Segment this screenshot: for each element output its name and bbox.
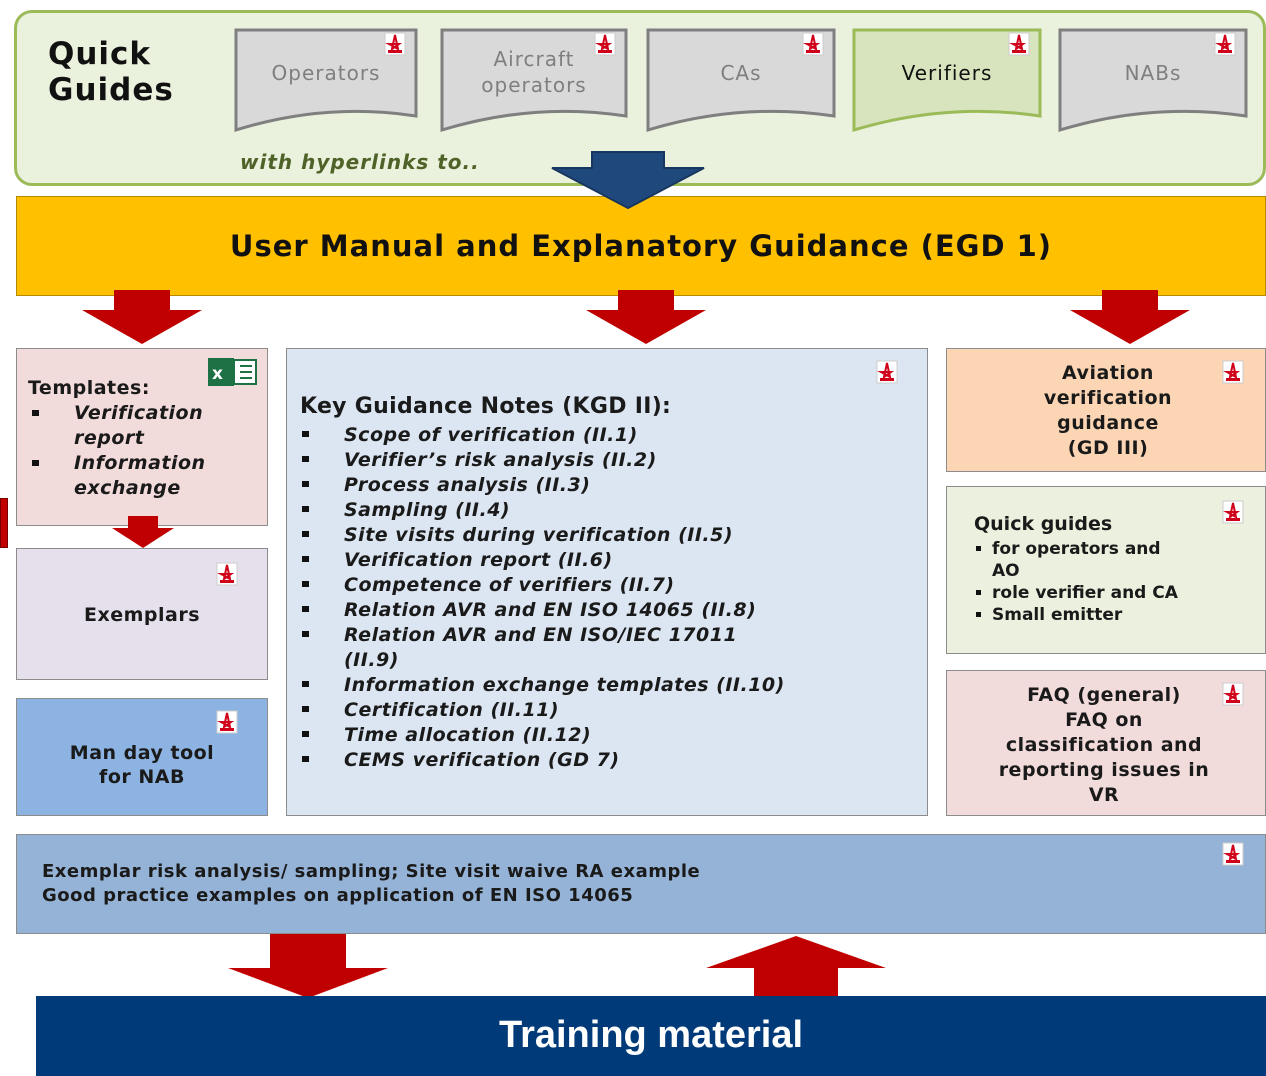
quick-guides-box[interactable] bbox=[946, 486, 1266, 654]
hyperlink-note: with hyperlinks to.. bbox=[240, 150, 480, 174]
pdf-icon[interactable] bbox=[594, 32, 616, 56]
training-material-label: Training material bbox=[498, 1014, 804, 1056]
egd-title: User Manual and Explanatory Guidance (EG… bbox=[229, 229, 1053, 263]
list-item[interactable]: Information exchange bbox=[28, 451, 264, 501]
exemplar-risk-box[interactable] bbox=[16, 834, 1266, 934]
pdf-icon[interactable] bbox=[216, 710, 238, 734]
doc-verifiers[interactable]: Verifiers bbox=[852, 28, 1042, 132]
up-arrow bbox=[706, 936, 886, 1000]
faq-box[interactable] bbox=[946, 670, 1266, 816]
list-item[interactable]: role verifier and CA bbox=[974, 582, 1258, 604]
list-item[interactable]: Certification (II.11) bbox=[300, 698, 920, 723]
list-item[interactable]: Information exchange templates (II.10) bbox=[300, 673, 920, 698]
list-item[interactable]: CEMS verification (GD 7) bbox=[300, 748, 920, 773]
list-item[interactable]: Verifier’s risk analysis (II.2) bbox=[300, 448, 920, 473]
doc-label: CAs bbox=[720, 61, 762, 85]
list-item[interactable]: Process analysis (II.3) bbox=[300, 473, 920, 498]
pdf-icon[interactable] bbox=[1222, 682, 1244, 706]
pdf-icon[interactable] bbox=[876, 360, 898, 384]
down-arrow bbox=[82, 290, 202, 344]
kgd-list: Scope of verification (II.1) Verifier’s … bbox=[300, 423, 920, 773]
list-item[interactable]: Sampling (II.4) bbox=[300, 498, 920, 523]
doc-label: Aircraft bbox=[493, 47, 575, 71]
pdf-icon[interactable] bbox=[384, 32, 406, 56]
list-item[interactable]: Relation AVR and EN ISO/IEC 17011(II.9) bbox=[300, 623, 920, 673]
document-shape bbox=[234, 28, 418, 132]
doc-label: Operators bbox=[271, 61, 381, 85]
down-arrow bbox=[228, 934, 388, 998]
svg-text:x: x bbox=[212, 364, 223, 384]
doc-nabs[interactable]: NABs bbox=[1058, 28, 1248, 132]
excel-icon[interactable]: x bbox=[208, 356, 260, 388]
edge-marker bbox=[0, 498, 8, 548]
training-material-bar[interactable] bbox=[36, 996, 1266, 1076]
list-item[interactable]: Scope of verification (II.1) bbox=[300, 423, 920, 448]
aviation-box[interactable] bbox=[946, 348, 1266, 472]
pdf-icon[interactable] bbox=[1222, 842, 1244, 866]
down-arrow bbox=[112, 516, 174, 548]
list-item[interactable]: Verification report bbox=[28, 401, 264, 451]
faq-label: FAQ (general) FAQ on classification and … bbox=[998, 684, 1210, 806]
pdf-icon[interactable] bbox=[1222, 360, 1244, 384]
aviation-label: Aviation verification guidance (GD III) bbox=[1043, 362, 1173, 459]
pdf-icon[interactable] bbox=[1008, 32, 1030, 56]
templates-heading: Templates: bbox=[28, 377, 150, 399]
pdf-icon[interactable] bbox=[1222, 500, 1244, 524]
document-shape bbox=[646, 28, 836, 132]
down-arrow bbox=[551, 151, 705, 210]
list-item[interactable]: Relation AVR and EN ISO 14065 (II.8) bbox=[300, 598, 920, 623]
pdf-icon[interactable] bbox=[1214, 32, 1236, 56]
exemplars-label: Exemplars bbox=[83, 604, 201, 626]
kgd-heading: Key Guidance Notes (KGD II): bbox=[300, 394, 672, 419]
pdf-icon[interactable] bbox=[802, 32, 824, 56]
quick-guides-heading: Quick guides bbox=[974, 513, 1113, 535]
kgd-box[interactable] bbox=[286, 348, 928, 816]
document-shape bbox=[440, 28, 628, 132]
doc-cas[interactable]: CAs bbox=[646, 28, 836, 132]
document-shape bbox=[1058, 28, 1248, 132]
doc-label: operators bbox=[481, 73, 587, 97]
doc-label: Verifiers bbox=[901, 61, 993, 85]
document-shape bbox=[852, 28, 1042, 132]
list-item[interactable]: Time allocation (II.12) bbox=[300, 723, 920, 748]
exemplar-risk-text: Exemplar risk analysis/ sampling; Site v… bbox=[42, 861, 701, 906]
man-day-tool-label: Man day tool for NAB bbox=[69, 742, 215, 788]
quick-guides-title: Quick Guides bbox=[48, 36, 174, 108]
list-item[interactable]: Verification report (II.6) bbox=[300, 548, 920, 573]
down-arrow bbox=[1070, 290, 1190, 344]
templates-list: Verification report Information exchange bbox=[28, 401, 264, 501]
down-arrow bbox=[586, 290, 706, 344]
list-item[interactable]: Small emitter bbox=[974, 604, 1258, 626]
doc-label: NABs bbox=[1124, 61, 1182, 85]
doc-aircraft-operators[interactable]: Aircraft operators bbox=[440, 28, 628, 132]
pdf-icon[interactable] bbox=[216, 562, 238, 586]
list-item[interactable]: Competence of verifiers (II.7) bbox=[300, 573, 920, 598]
list-item[interactable]: Site visits during verification (II.5) bbox=[300, 523, 920, 548]
doc-operators[interactable]: Operators bbox=[234, 28, 418, 132]
